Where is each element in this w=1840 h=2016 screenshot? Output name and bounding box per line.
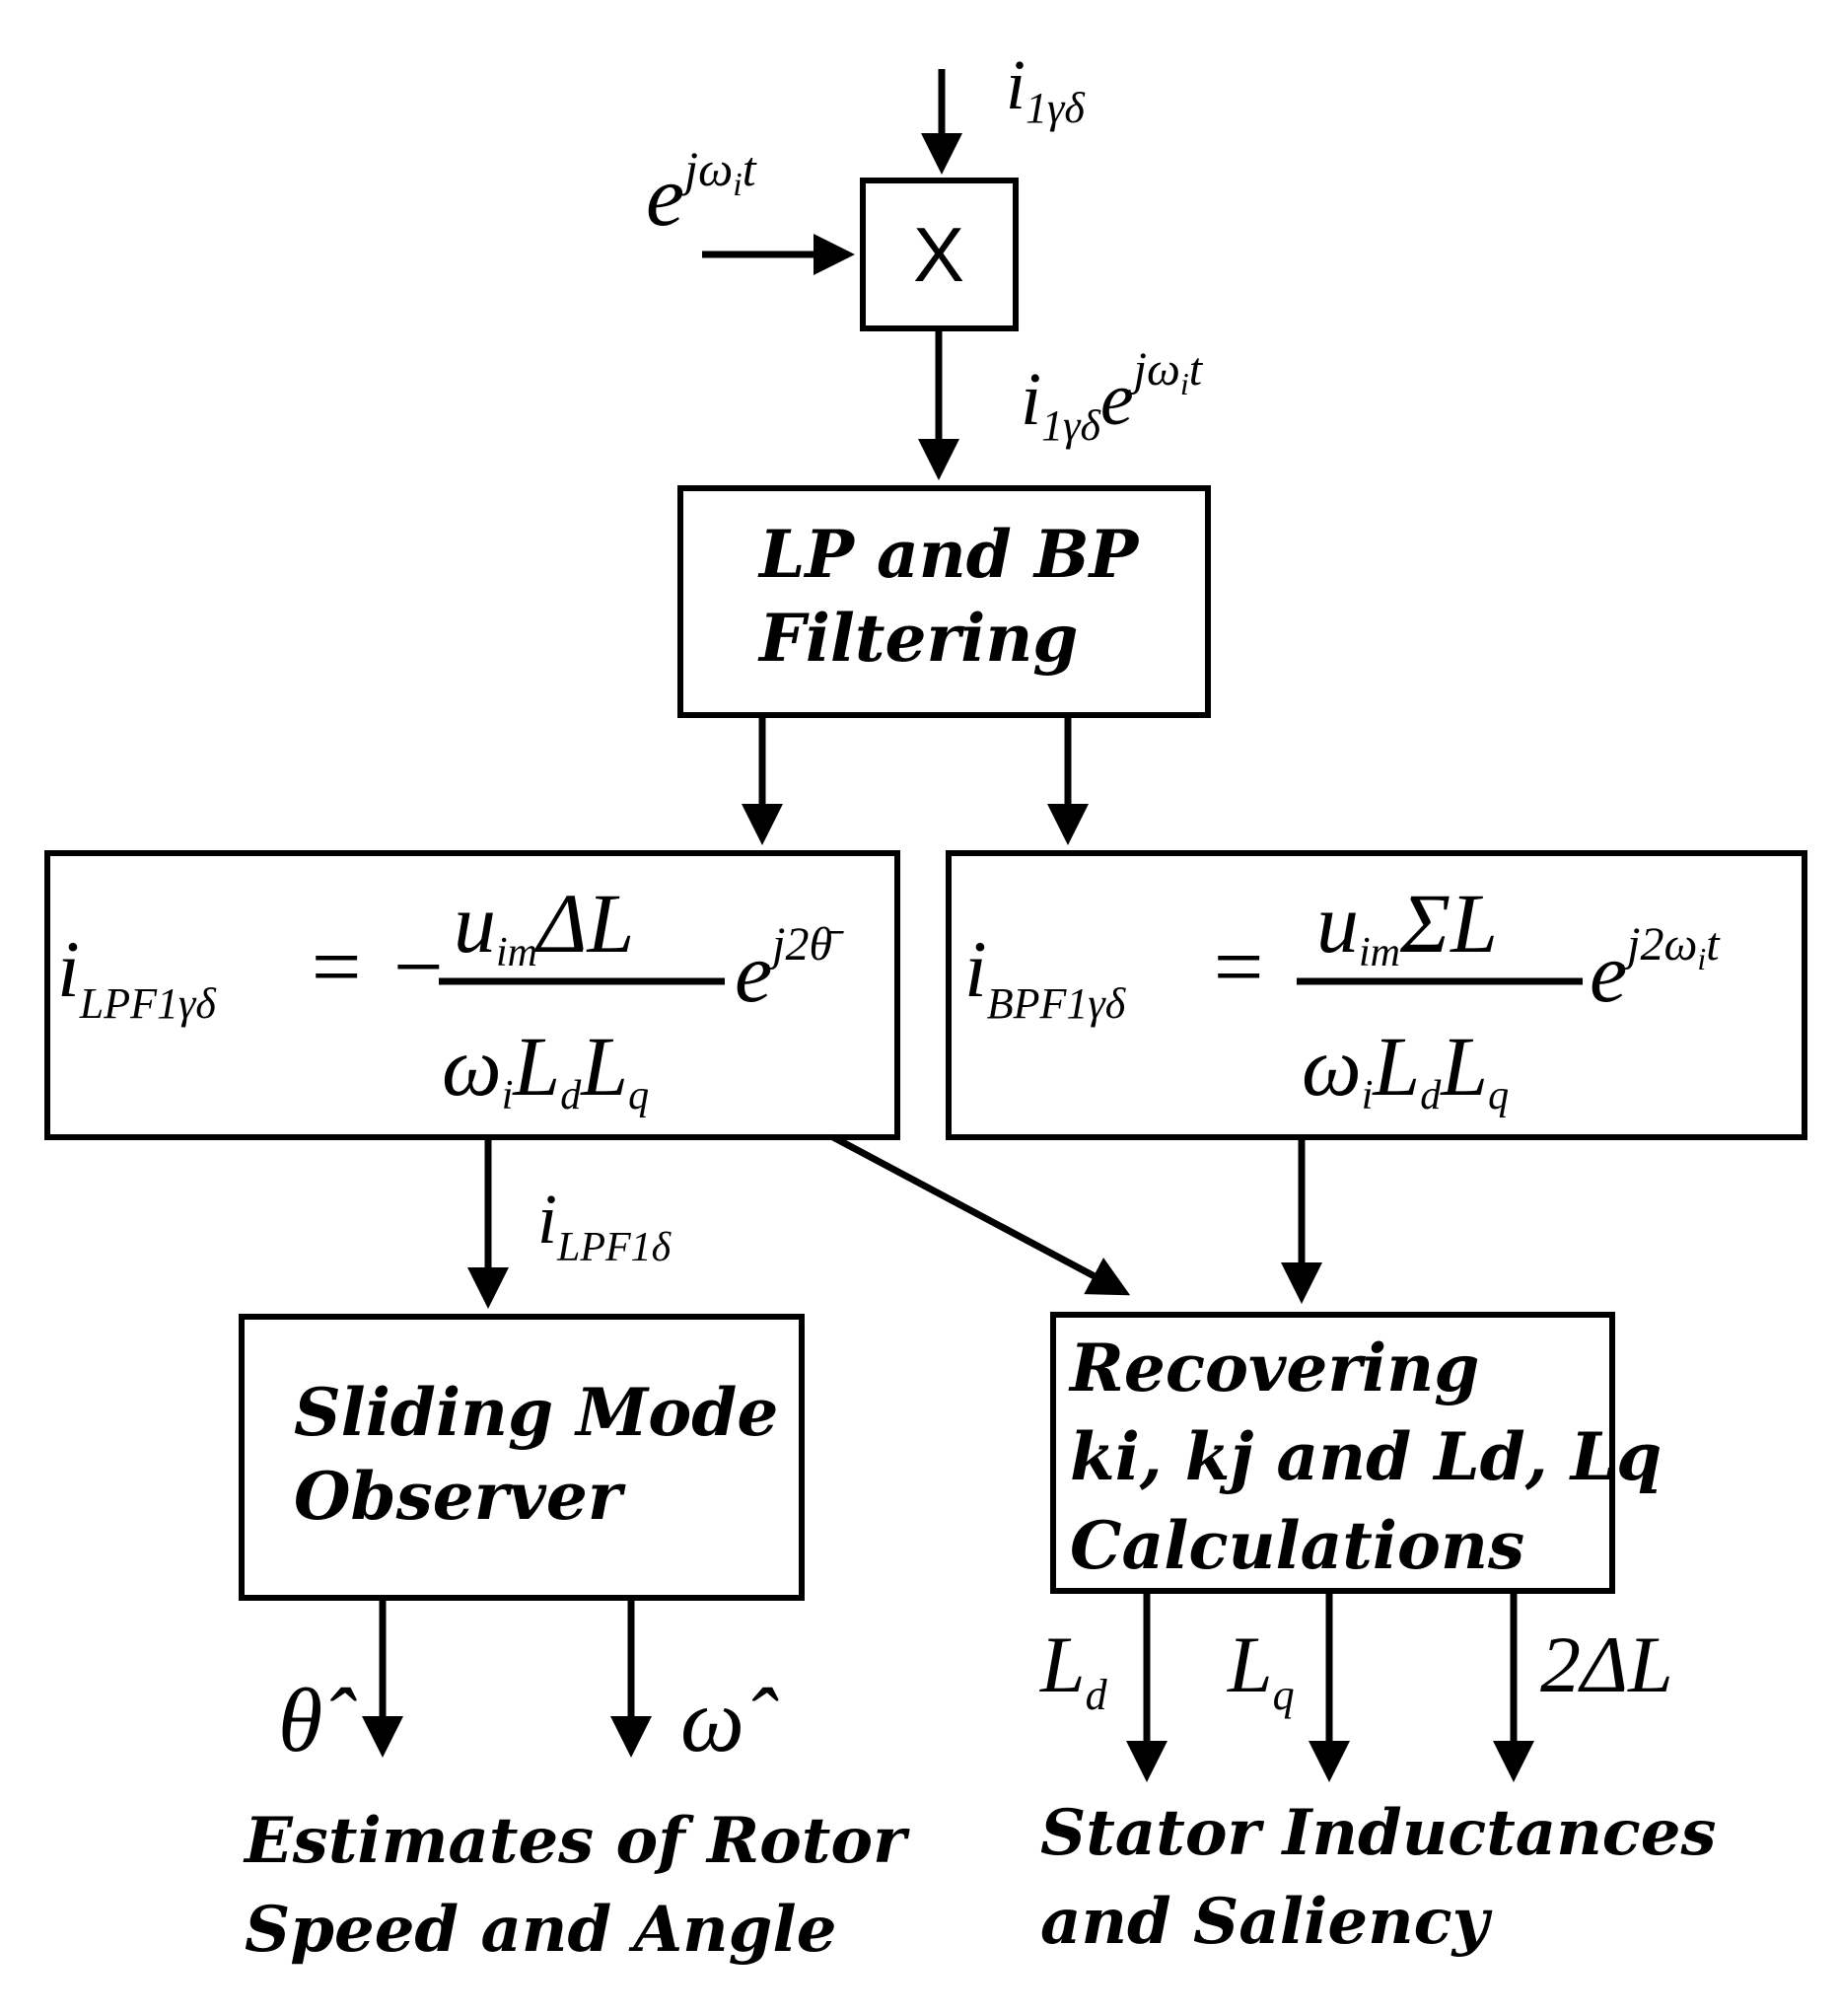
carrier-label: ejωit [646, 141, 757, 245]
lpf-lhs: iLPF1γδ [57, 924, 217, 1028]
bpf-equals: = [1208, 918, 1268, 1016]
mixed-signal-label: i1γδejωit [1021, 343, 1204, 450]
bpf-lhs: iBPF1γδ [964, 924, 1127, 1028]
caption-right-line1: Stator Inductances [1040, 1796, 1717, 1870]
caption-left-line1: Estimates of Rotor [243, 1804, 910, 1878]
ld-label: Ld [1039, 1620, 1108, 1719]
lpf-equation: iLPF1γδ = − uimΔL ωiLdLq ej2θ̄ [57, 876, 844, 1118]
multiplier-symbol: X [913, 211, 964, 298]
lpf-out-label: iLPF1δ [537, 1180, 672, 1270]
lpf-equals: = − [306, 918, 448, 1016]
lpf-denominator: ωiLdLq [442, 1019, 649, 1118]
omega-hat-label: ω̂ [680, 1670, 779, 1770]
recover-line3: Calculations [1070, 1507, 1524, 1584]
caption-left-line2: Speed and Angle [245, 1893, 836, 1967]
filtering-line1: LP and BP [757, 516, 1141, 593]
multiplier-block [860, 178, 1019, 331]
smo-line1: Sliding Mode [294, 1374, 778, 1451]
smo-line2: Observer [294, 1458, 626, 1535]
filtering-block [677, 485, 1211, 718]
theta-hat-label: θ̂ [278, 1670, 357, 1770]
filtering-line2: Filtering [757, 600, 1078, 677]
bpf-exponential: ej2ωit [1590, 918, 1721, 1020]
recover-line1: Recovering [1068, 1330, 1479, 1406]
recover-line2: ki, kj and Ld, Lq [1070, 1418, 1662, 1495]
lpf-to-recover-arrow [831, 1133, 1131, 1296]
recover-block [1050, 1312, 1615, 1594]
bpf-numerator: uimΣL [1316, 876, 1498, 975]
input-current-label: i1γδ [1006, 45, 1086, 132]
bpf-equation-block [946, 850, 1807, 1140]
saliency-label: 2ΔL [1540, 1620, 1673, 1709]
smo-block [239, 1314, 805, 1601]
bpf-equation: iBPF1γδ = uimΣL ωiLdLq ej2ωit [964, 876, 1721, 1118]
lpf-numerator: uimΔL [454, 876, 634, 975]
bpf-denominator: ωiLdLq [1302, 1019, 1509, 1118]
lq-label: Lq [1227, 1620, 1295, 1719]
lpf-equation-block [44, 850, 900, 1140]
lpf-exponential: ej2θ̄ [735, 918, 844, 1020]
caption-right-line2: and Saliency [1040, 1885, 1493, 1959]
